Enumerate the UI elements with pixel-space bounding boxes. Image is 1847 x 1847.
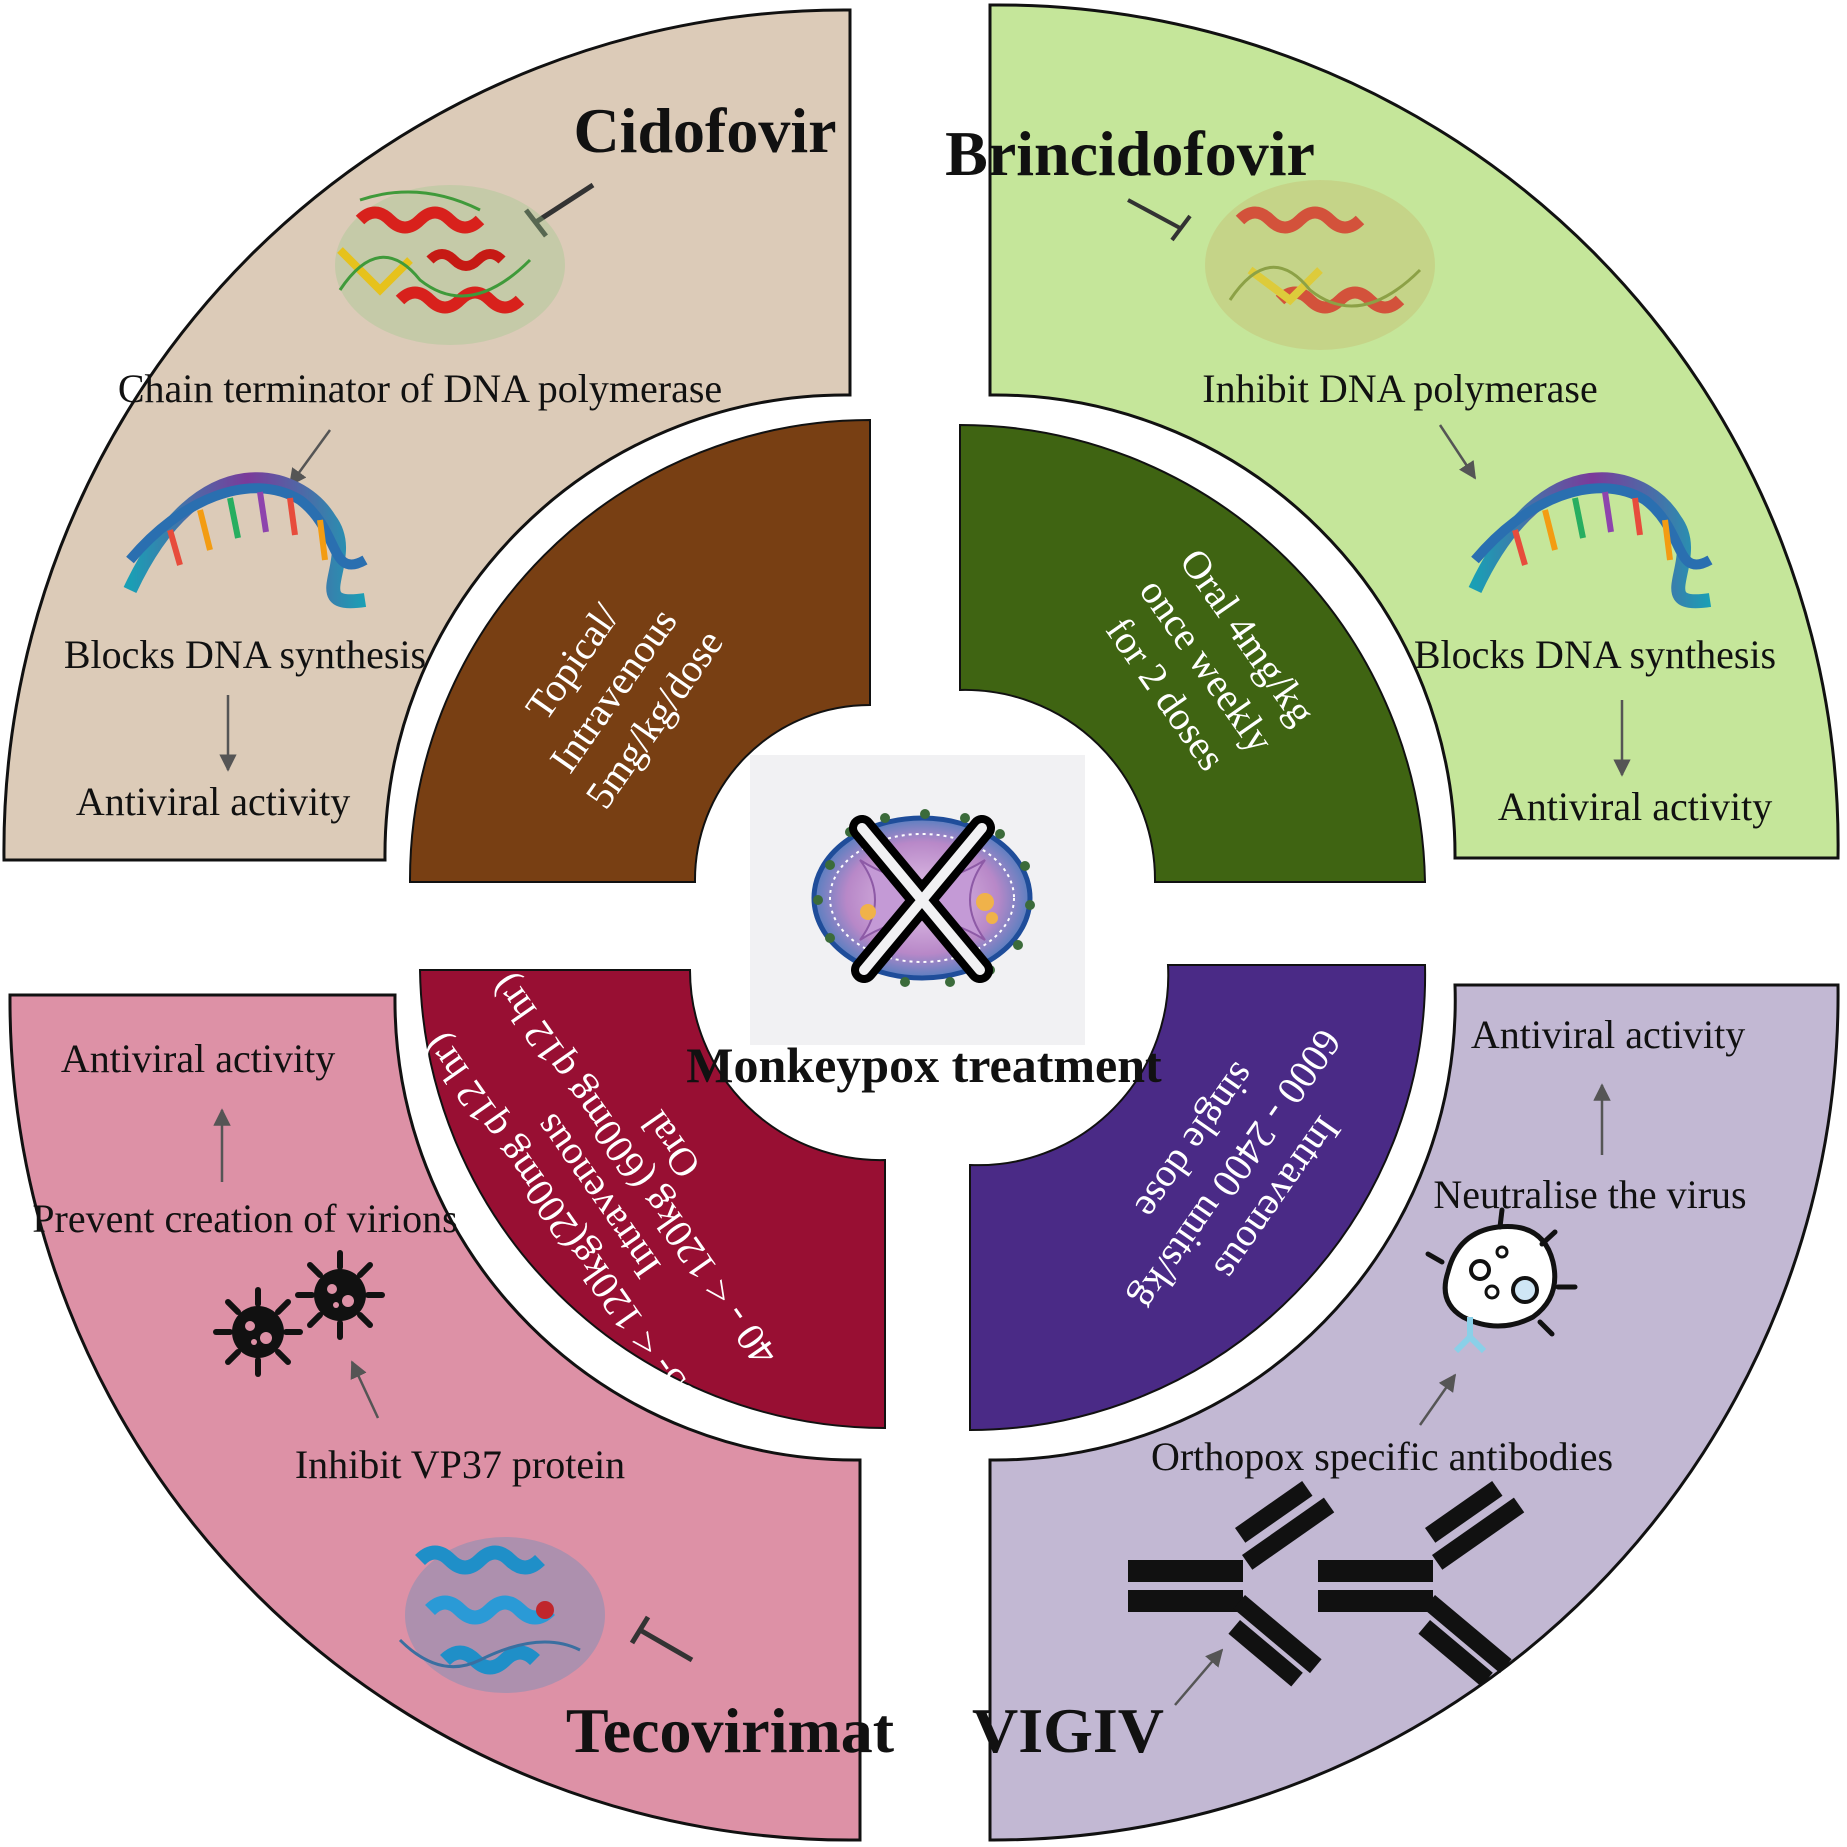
tecovirimat-step-3: Antiviral activity bbox=[61, 1036, 335, 1081]
brincidofovir-inhibition-arrow bbox=[1127, 198, 1181, 230]
cidofovir-outer-sector bbox=[2, 8, 852, 862]
vigiv-step-1: Orthopox specific antibodies bbox=[1151, 1434, 1613, 1479]
vigiv-step-2: Neutralise the virus bbox=[1433, 1172, 1746, 1217]
virion-icon-2 bbox=[295, 1250, 385, 1340]
dna-helix-icon-2 bbox=[1468, 472, 1713, 609]
vigiv-outer-sector bbox=[988, 983, 1840, 1842]
tecovirimat-name: Tecovirimat bbox=[566, 1695, 895, 1766]
vigiv-step-3: Antiviral activity bbox=[1471, 1012, 1745, 1057]
crossed-virus-icon bbox=[811, 809, 1035, 987]
brincidofovir-outer-sector bbox=[988, 3, 1840, 860]
cidofovir-step-2: Blocks DNA synthesis bbox=[64, 632, 426, 677]
cidofovir-inhibition-arrow bbox=[534, 182, 595, 225]
neutralised-virus-icon bbox=[1425, 1207, 1578, 1354]
brincidofovir-arrow-1 bbox=[1438, 424, 1477, 480]
cidofovir-step-1: Chain terminator of DNA polymerase bbox=[118, 366, 722, 411]
vigiv-dose-sector bbox=[969, 964, 1427, 1432]
antibody-icon-2 bbox=[1318, 1480, 1525, 1687]
dna-polymerase-protein-icon-2 bbox=[1205, 180, 1435, 350]
vp37-protein-icon bbox=[398, 1537, 605, 1693]
vigiv-name: VIGIV bbox=[972, 1695, 1164, 1766]
cidofovir-step-3: Antiviral activity bbox=[76, 779, 350, 824]
brincidofovir-step-1: Inhibit DNA polymerase bbox=[1202, 366, 1598, 411]
vigiv-arrow-1 bbox=[1418, 1373, 1457, 1426]
brincidofovir-step-2: Blocks DNA synthesis bbox=[1414, 632, 1776, 677]
tecovirimat-dose-sector bbox=[418, 969, 886, 1430]
dna-polymerase-protein-icon bbox=[335, 185, 565, 345]
tecovirimat-arrow-1 bbox=[350, 1360, 380, 1419]
antibody-icon-1 bbox=[1128, 1480, 1335, 1687]
cidofovir-name: Cidofovir bbox=[573, 95, 836, 166]
cidofovir-dose-sector bbox=[408, 418, 871, 883]
brincidofovir-step-3: Antiviral activity bbox=[1498, 784, 1772, 829]
vigiv-arrow-0 bbox=[1174, 1648, 1224, 1706]
brincidofovir-dose-sector bbox=[959, 423, 1427, 883]
tecovirimat-inhibition-arrow bbox=[638, 1627, 694, 1663]
brincidofovir-name: Brincidofovir bbox=[945, 118, 1315, 189]
dna-helix-icon bbox=[123, 472, 368, 609]
cidofovir-arrow-1 bbox=[288, 429, 332, 487]
center-title: Monkeypox treatment bbox=[686, 1037, 1162, 1093]
tecovirimat-step-1: Inhibit VP37 protein bbox=[295, 1442, 625, 1487]
tecovirimat-step-2: Prevent creation of virions bbox=[32, 1196, 457, 1241]
virion-icon-1 bbox=[213, 1287, 303, 1377]
tecovirimat-outer-sector bbox=[8, 993, 862, 1842]
